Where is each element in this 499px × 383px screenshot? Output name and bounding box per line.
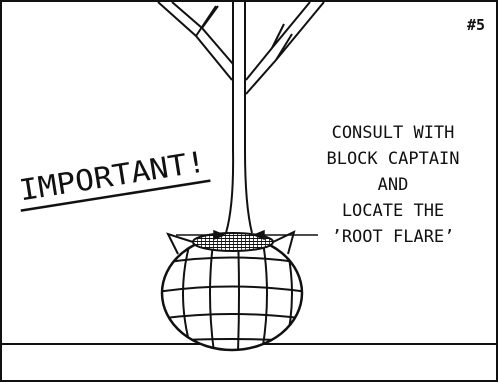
root-flare-arrows xyxy=(176,229,318,241)
instruction-line-3: AND xyxy=(378,175,409,195)
instruction-line-4: LOCATE THE xyxy=(342,201,444,221)
panel-number: #5 xyxy=(467,16,485,34)
instruction-line-2: BLOCK CAPTAIN xyxy=(326,149,459,169)
root-ball xyxy=(160,230,304,352)
tree-trunk xyxy=(225,2,253,234)
important-text: IMPORTANT! xyxy=(17,144,208,207)
important-label: IMPORTANT! xyxy=(17,144,211,212)
instruction-line-1: CONSULT WITH xyxy=(332,123,455,143)
important-underline xyxy=(20,179,211,212)
instruction-line-5: ’ROOT FLARE’ xyxy=(332,227,455,247)
instruction-text: CONSULT WITH BLOCK CAPTAIN AND LOCATE TH… xyxy=(326,123,459,247)
tree-branches xyxy=(157,1,325,95)
